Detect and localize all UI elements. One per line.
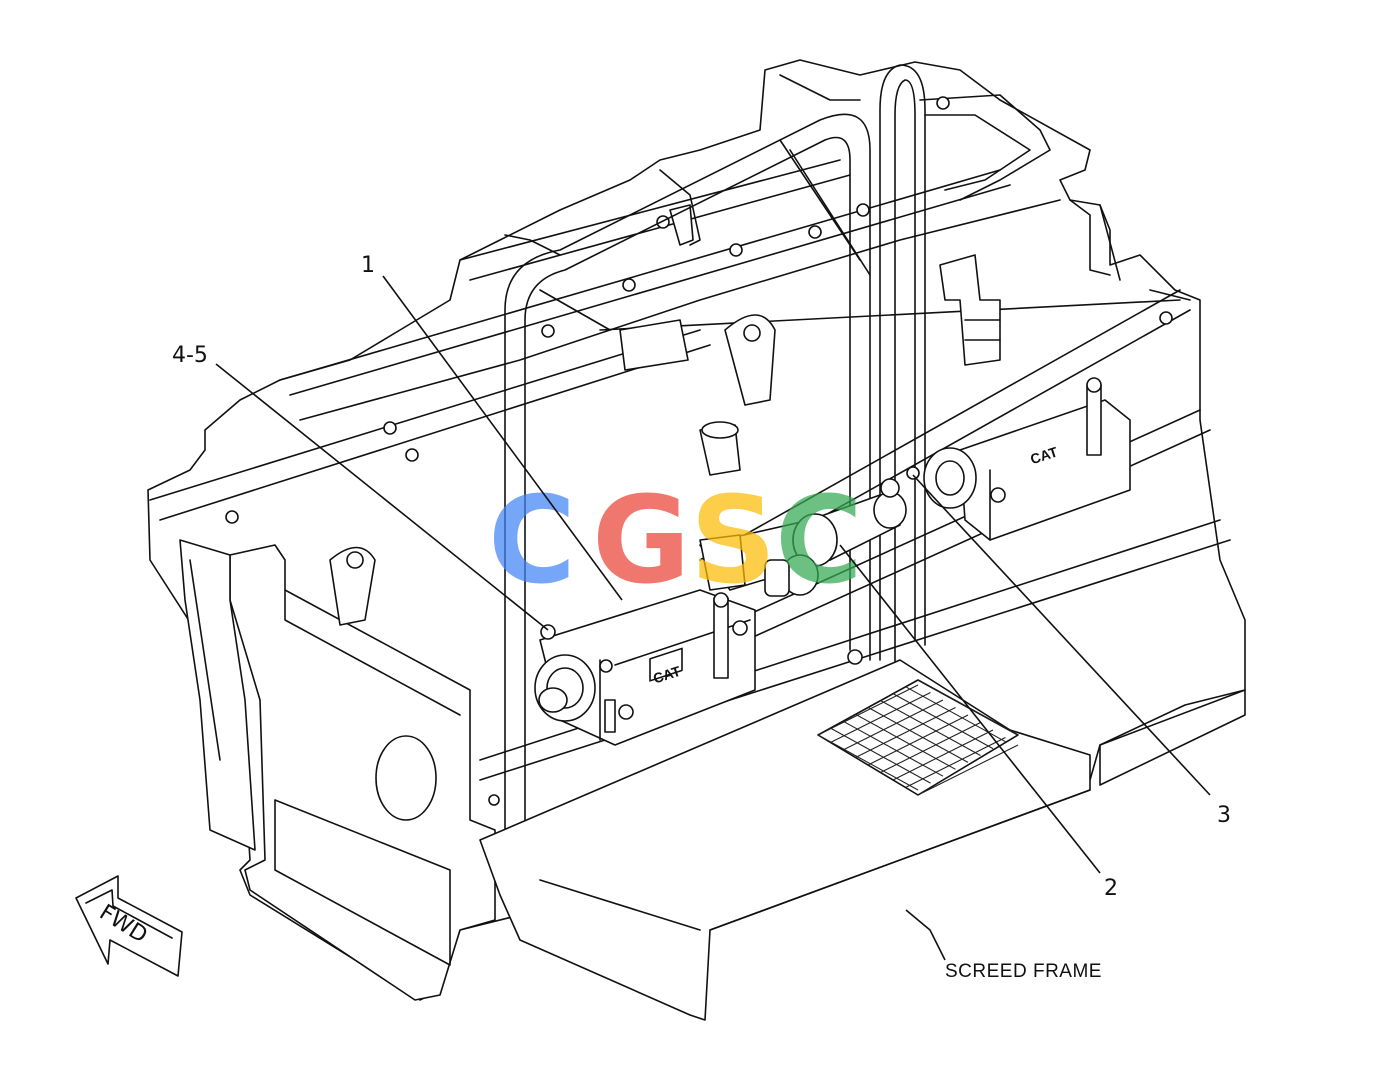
grating-bar [842,720,944,777]
grating-bar [880,722,981,773]
grating-bar [855,707,956,758]
grating-bar [830,692,931,743]
grating-bar [917,744,1019,796]
grating-bar [867,706,969,763]
grating-bar [867,714,969,766]
grating-outline [817,679,1019,796]
watermark-letter-4: C [775,472,863,611]
grating-step [817,679,1019,796]
left-cylinder-assembly: CAT [534,589,756,746]
callout-4-5: 4-5 [172,343,208,368]
callout-1: 1 [361,253,375,278]
watermark-letter-3: S [690,472,776,611]
watermark: C G S C [488,472,863,611]
callout-2: 2 [1104,876,1118,901]
hinge-plates [329,314,776,626]
tube-frame [504,64,926,886]
right-cylinder-assembly: CAT [923,377,1131,541]
callouts: 1 4-5 3 2 SCREED FRAME [172,253,1231,982]
grating-bar [830,727,931,784]
grating-bar [817,734,919,791]
watermark-letter-1: C [488,472,576,611]
grating-bar [892,729,994,781]
side-plate [179,539,496,1001]
grating-bar [855,713,956,770]
grating-bar [892,693,994,750]
fwd-arrow: FWD [75,875,183,977]
grating-bar [842,699,944,751]
bolts [225,96,1173,865]
watermark-letter-2: G [592,472,691,611]
screed-frame-label: SCREED FRAME [945,961,1102,982]
callout-3: 3 [1217,803,1231,828]
grating-bar [905,737,1006,788]
central-shaft [699,421,920,597]
grating-bar [880,700,981,756]
grating-bar [817,684,919,736]
